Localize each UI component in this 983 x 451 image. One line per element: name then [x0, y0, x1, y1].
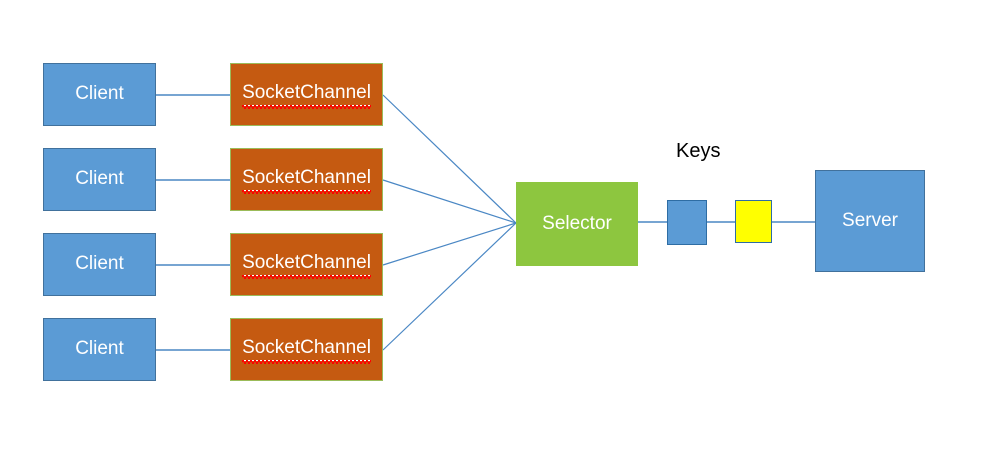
node-label: Selector [542, 212, 612, 234]
node-selector[interactable]: Selector [516, 182, 638, 266]
edge-socketchannel-to-selector-4 [382, 222, 517, 351]
node-key-yellow[interactable] [735, 200, 772, 243]
node-client-4[interactable]: Client [43, 318, 156, 381]
node-client-3[interactable]: Client [43, 233, 156, 296]
node-label: Server [842, 209, 898, 231]
node-socketchannel-3[interactable]: SocketChannel [230, 233, 383, 296]
edge-socketchannel-to-selector-3 [382, 222, 517, 266]
node-socketchannel-1[interactable]: SocketChannel [230, 63, 383, 126]
edge-socketchannel-to-selector-2 [382, 179, 517, 224]
node-server[interactable]: Server [815, 170, 925, 272]
node-socketchannel-2[interactable]: SocketChannel [230, 148, 383, 211]
node-client-2[interactable]: Client [43, 148, 156, 211]
node-label: Client [75, 168, 124, 190]
node-key-blue[interactable] [667, 200, 707, 245]
node-label: Client [75, 253, 124, 275]
node-label: SocketChannel [242, 82, 371, 109]
edge-socketchannel-to-selector-1 [382, 94, 517, 224]
node-client-1[interactable]: Client [43, 63, 156, 126]
node-label: SocketChannel [242, 167, 371, 194]
node-label: SocketChannel [242, 252, 371, 279]
keys-caption: Keys [676, 140, 721, 162]
node-socketchannel-4[interactable]: SocketChannel [230, 318, 383, 381]
node-label: Client [75, 83, 124, 105]
node-label: SocketChannel [242, 337, 371, 364]
node-label: Client [75, 338, 124, 360]
